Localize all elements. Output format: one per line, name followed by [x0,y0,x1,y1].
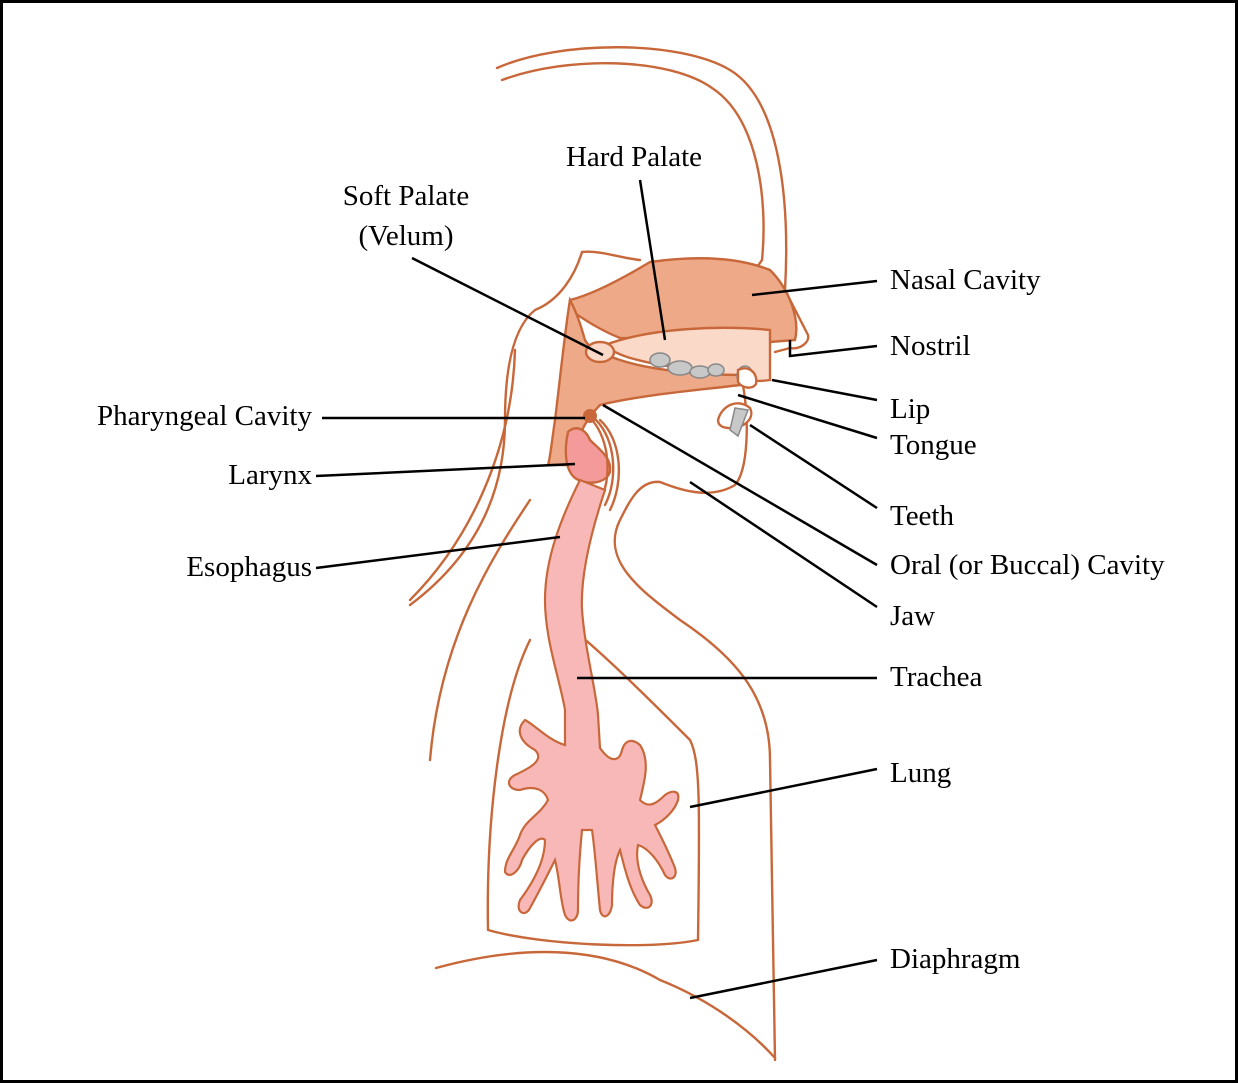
leader-teeth [750,425,877,508]
label-lip: Lip [890,393,930,425]
lip-shape [738,368,756,387]
label-hard-palate: Hard Palate [566,141,702,173]
leader-larynx [316,464,575,476]
label-soft-palate: Soft Palate [343,180,469,212]
label-diaphragm: Diaphragm [890,943,1021,975]
label-oral-cavity: Oral (or Buccal) Cavity [890,549,1165,581]
label-nostril: Nostril [890,330,971,362]
label-teeth: Teeth [890,500,954,532]
larynx-shape [566,428,610,482]
leader-diaphragm [690,960,877,998]
leader-lung [690,769,877,807]
epiglottis-dot [583,409,597,423]
trachea-bronchi-shape [505,480,678,920]
label-lung: Lung [890,757,951,789]
label-trachea: Trachea [890,661,982,693]
label-jaw: Jaw [890,600,935,632]
leader-lip [772,380,877,400]
leader-nostril [790,340,877,356]
label-pharyngeal-cavity: Pharyngeal Cavity [97,400,313,432]
label-esophagus: Esophagus [186,551,312,583]
leader-esophagus [316,537,560,568]
soft-palate-shape [586,342,614,362]
label-nasal-cavity: Nasal Cavity [890,264,1041,296]
label-tongue: Tongue [890,429,977,461]
label-larynx: Larynx [228,459,312,491]
leader-jaw [690,482,877,607]
label-velum: (Velum) [358,220,453,252]
